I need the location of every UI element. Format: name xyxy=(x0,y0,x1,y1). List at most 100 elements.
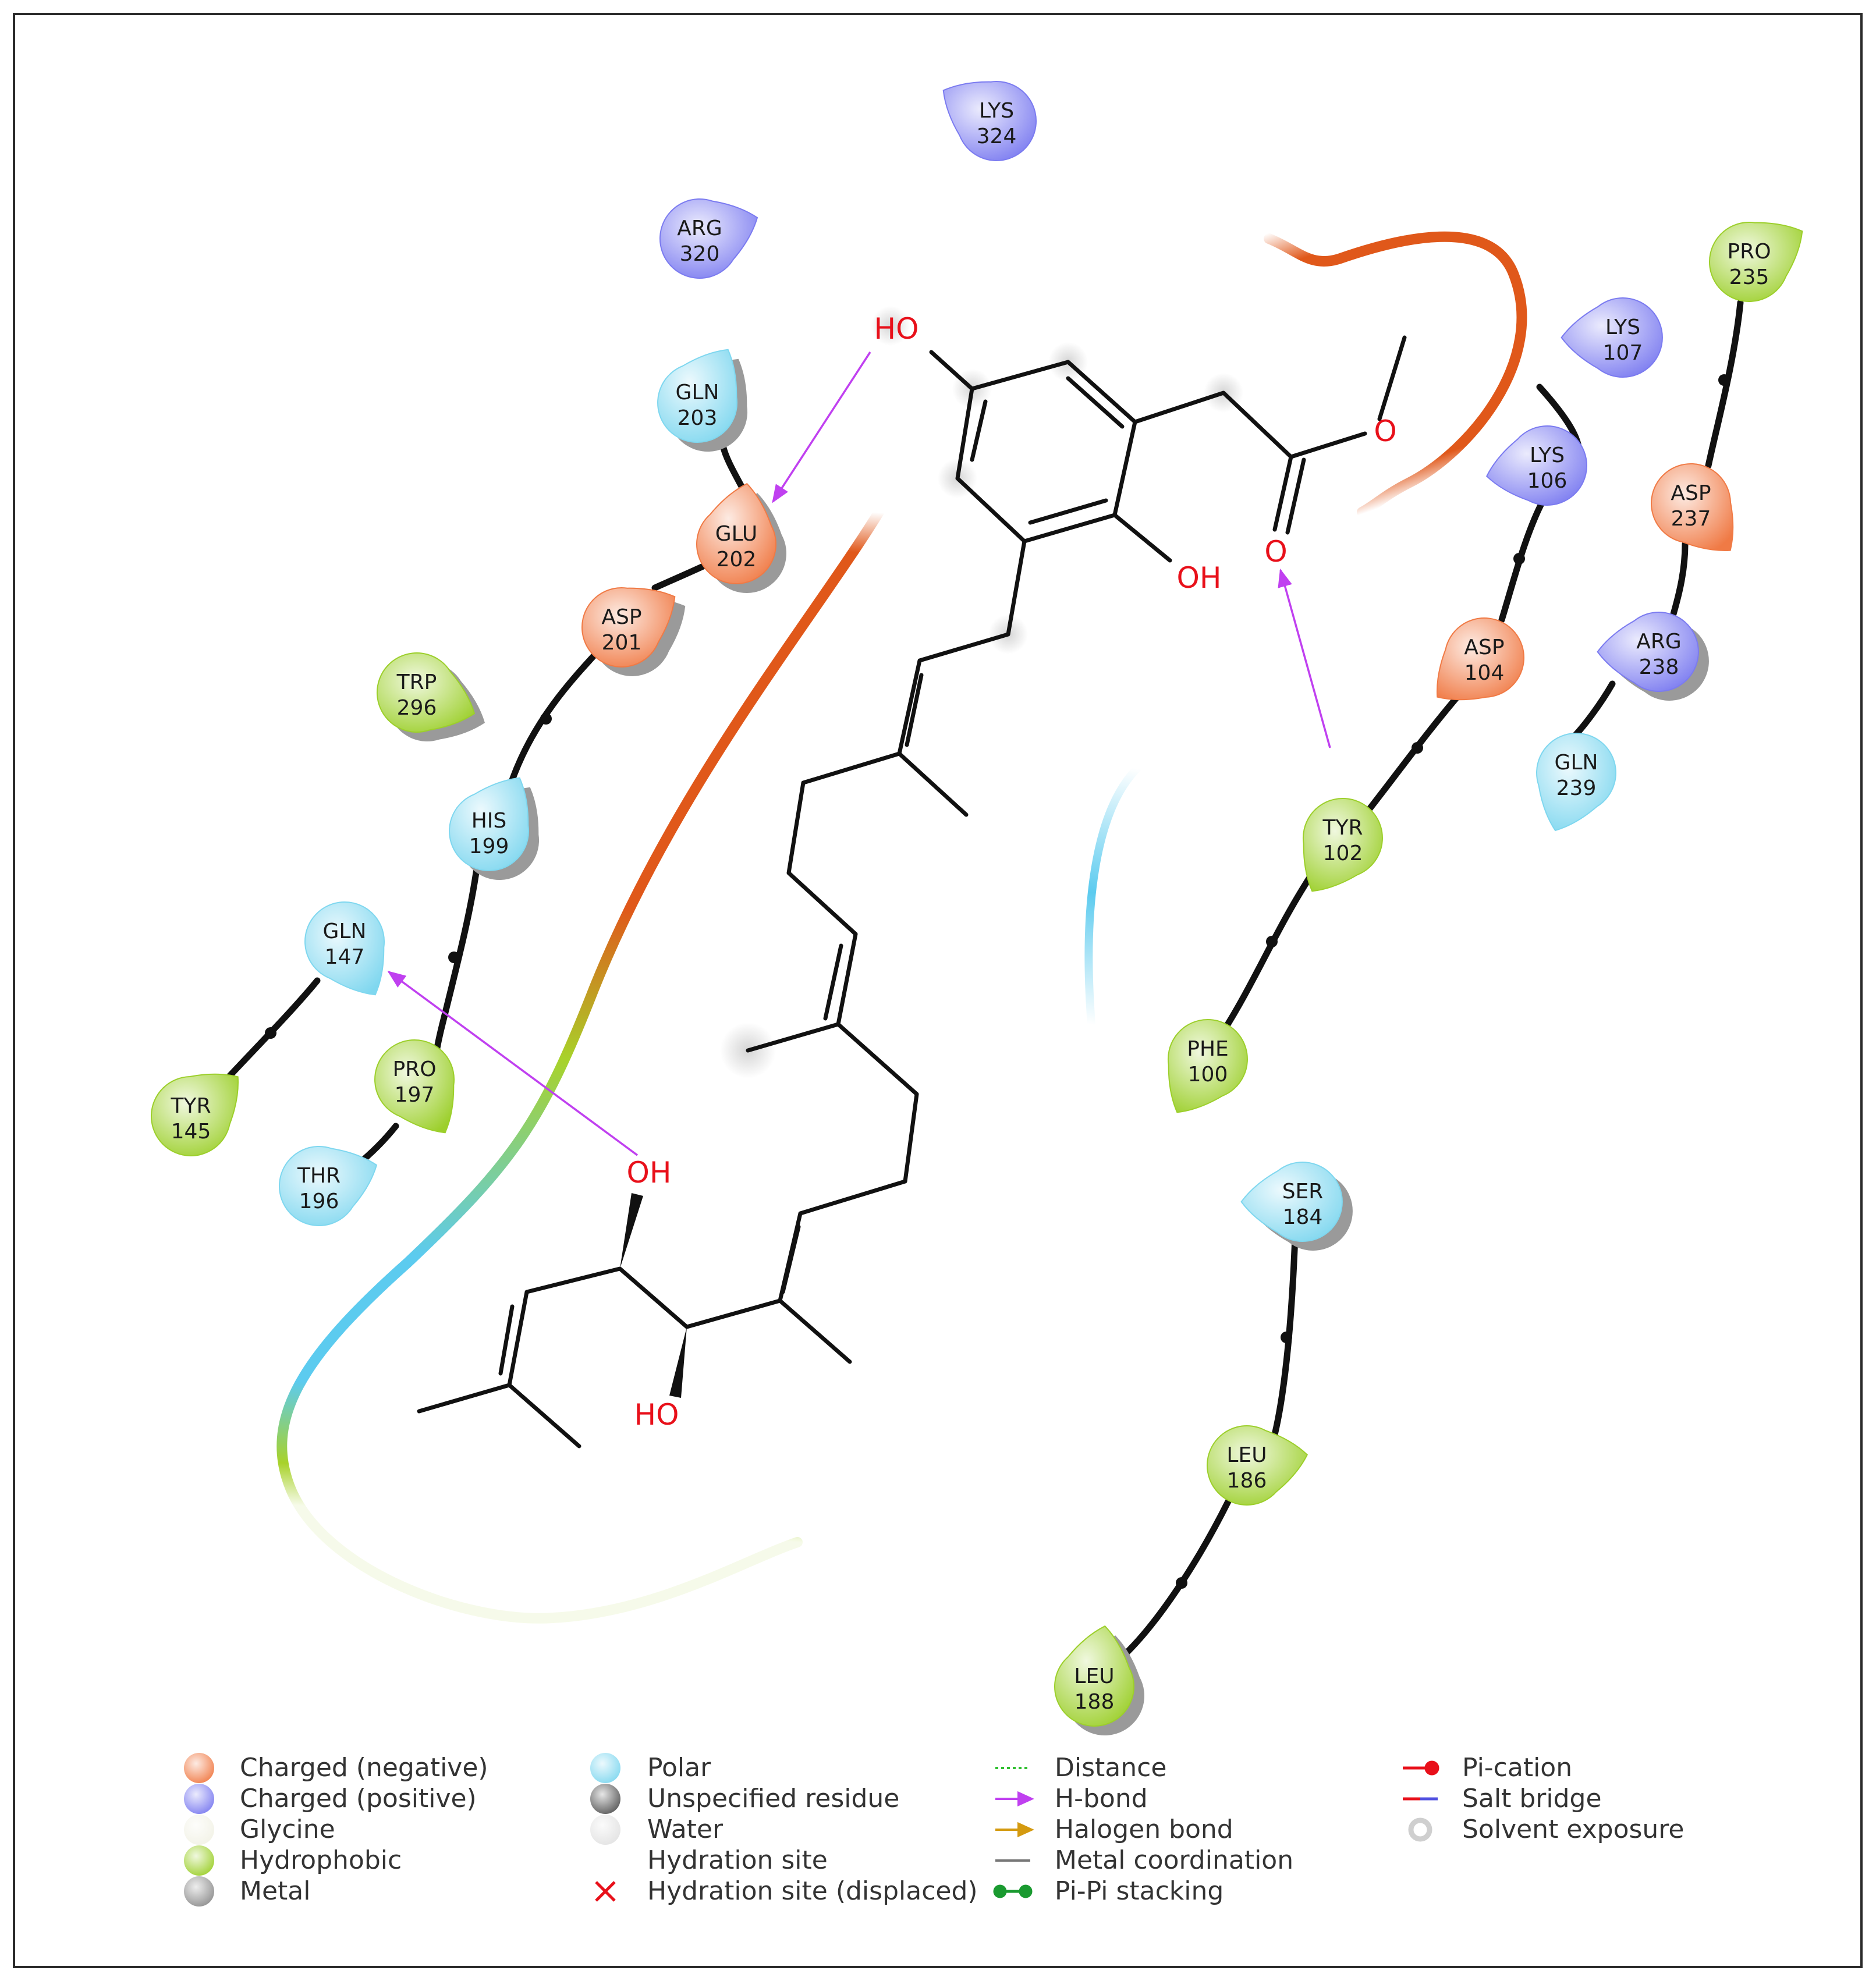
legend-item: Metal coordination xyxy=(995,1845,1293,1875)
residue-number: 324 xyxy=(977,125,1017,148)
residue-number: 203 xyxy=(678,406,718,430)
legend-item: Hydration site (displaced) xyxy=(595,1876,978,1906)
hbond-arrows xyxy=(387,352,1331,1156)
legend-item: Glycine xyxy=(184,1815,335,1845)
residue-marker xyxy=(151,1073,239,1156)
legend-swatch xyxy=(995,1822,1034,1838)
legend-label: Salt bridge xyxy=(1462,1784,1602,1813)
stereo-wedge-upper xyxy=(620,1193,643,1269)
residue-name: LYS xyxy=(1530,443,1565,467)
legend-swatch xyxy=(1408,1817,1432,1842)
residue-number: 188 xyxy=(1074,1690,1115,1714)
pocket-contour-top-right xyxy=(1264,231,1527,517)
residue-marker xyxy=(1561,297,1663,378)
residue-marker xyxy=(449,777,529,871)
legend-item: Hydration site xyxy=(647,1845,828,1875)
residue-number: 100 xyxy=(1188,1063,1228,1087)
residue-name: TRP xyxy=(396,670,437,694)
residue-number: 107 xyxy=(1603,341,1643,365)
residue-name: GLN xyxy=(1555,751,1598,775)
legend-label: Metal xyxy=(240,1876,310,1906)
legend-swatch xyxy=(590,1815,620,1845)
residue-marker xyxy=(1485,425,1587,506)
residue-number: 104 xyxy=(1464,661,1505,685)
residue-name: LYS xyxy=(1605,315,1640,339)
residue-marker xyxy=(696,482,777,584)
residue-name: PRO xyxy=(1727,240,1771,264)
legend-item: Polar xyxy=(590,1753,711,1783)
residue-marker xyxy=(1240,1162,1343,1242)
residue-number: 201 xyxy=(602,631,642,655)
legend-item: Charged (positive) xyxy=(184,1784,477,1814)
stereo-wedge-lower xyxy=(669,1327,687,1398)
legend-swatch xyxy=(995,1791,1034,1807)
residue-name: SER xyxy=(1282,1180,1324,1203)
legend-item: Unspecified residue xyxy=(590,1784,899,1814)
legend-item: Pi-Pi stacking xyxy=(993,1876,1224,1906)
legend-label: Distance xyxy=(1055,1753,1166,1783)
residue-marker xyxy=(657,349,737,443)
legend-label: Pi-Pi stacking xyxy=(1055,1876,1224,1906)
legend-label: Metal coordination xyxy=(1055,1845,1293,1875)
legend-label: Charged (positive) xyxy=(240,1784,477,1813)
legend-label: Hydration site (displaced) xyxy=(647,1876,978,1906)
residue-number: 296 xyxy=(397,696,437,720)
legend-swatch xyxy=(184,1845,214,1876)
legend-item: Solvent exposure xyxy=(1408,1815,1685,1844)
residue-marker xyxy=(376,652,476,733)
residue-name: TYR xyxy=(1322,816,1363,840)
residue-marker xyxy=(581,587,676,668)
residue-number: 237 xyxy=(1671,507,1711,531)
atom-oh-ring: OH xyxy=(1177,561,1222,595)
residue-name: LEU xyxy=(1074,1664,1114,1688)
residue-marker xyxy=(278,1146,378,1226)
atom-oh-chain: OH xyxy=(627,1156,672,1190)
legend-label: Hydrophobic xyxy=(240,1845,402,1875)
legend-item: Halogen bond xyxy=(995,1815,1233,1844)
legend-swatch xyxy=(1403,1760,1439,1776)
legend-label: Polar xyxy=(647,1753,711,1783)
residue-number: 202 xyxy=(717,548,757,571)
legend-label: Hydration site xyxy=(647,1845,828,1875)
legend-item: Distance xyxy=(995,1753,1166,1783)
pocket-contour-left xyxy=(276,507,884,1624)
atom-ho-top: HO xyxy=(874,312,919,346)
residue-number: 199 xyxy=(469,835,509,858)
residue-name: LEU xyxy=(1226,1443,1267,1467)
residue-name: HIS xyxy=(471,809,507,833)
residue-number: 145 xyxy=(171,1120,211,1144)
legend-label: Solvent exposure xyxy=(1462,1815,1685,1844)
legend-swatch xyxy=(993,1884,1033,1898)
residue-number: 320 xyxy=(680,242,720,266)
residue-marker xyxy=(374,1039,455,1134)
residue-name: GLU xyxy=(715,522,758,546)
residue-name: ARG xyxy=(677,216,722,240)
legend-item: Salt bridge xyxy=(1403,1784,1602,1813)
legend: Charged (negative)Charged (positive)Glyc… xyxy=(184,1753,1685,1907)
residue-marker xyxy=(1303,798,1383,892)
legend-swatch xyxy=(590,1753,620,1783)
residue-name: LYS xyxy=(979,99,1014,123)
residue-marker xyxy=(1597,612,1699,692)
legend-item: Charged (negative) xyxy=(184,1753,488,1783)
atom-ho-chain: HO xyxy=(634,1398,679,1432)
legend-swatch xyxy=(184,1815,214,1845)
residue-name: ARG xyxy=(1636,630,1682,654)
legend-label: Halogen bond xyxy=(1055,1815,1233,1844)
residue-number: 147 xyxy=(325,945,365,969)
residue-number: 102 xyxy=(1323,842,1363,865)
legend-label: Glycine xyxy=(240,1815,335,1844)
